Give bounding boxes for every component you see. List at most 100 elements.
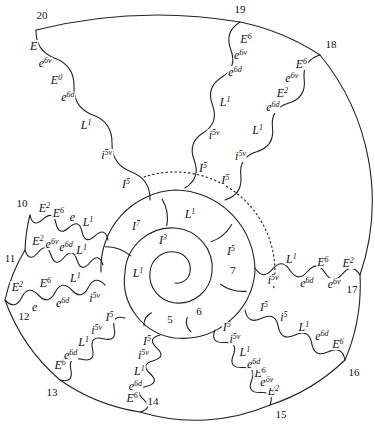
superscript: 6 <box>340 337 344 346</box>
lobe-label: e6d <box>314 330 329 342</box>
lobe-label: e6d <box>227 66 242 78</box>
suture-line <box>36 30 150 200</box>
callout-number: 19 <box>234 4 247 15</box>
lobe-label: e <box>69 211 76 223</box>
lobe-label: I5 <box>198 162 208 174</box>
lobe-label: E6 <box>295 58 308 70</box>
superscript: 2 <box>350 256 354 265</box>
lobe-label: L1 <box>69 272 82 284</box>
suture-line <box>185 22 240 188</box>
lobe-label: E2 <box>341 257 354 269</box>
lobe-label: e6v <box>233 49 248 61</box>
superscript: 6 <box>134 391 138 400</box>
superscript: 1 <box>246 345 250 354</box>
lobe-label: I5 <box>222 321 232 333</box>
lobe-label: L1 <box>219 96 232 108</box>
superscript: 5 <box>227 320 231 329</box>
superscript: 1 <box>83 243 87 252</box>
superscript: 6v <box>291 71 299 80</box>
lobe-label: E6 <box>126 392 139 404</box>
lobe-label: E2 <box>38 202 51 214</box>
superscript: 6 <box>248 32 252 41</box>
lobe-label: E6 <box>39 277 52 289</box>
lobe-label: I3 <box>158 234 168 246</box>
superscript: 2 <box>19 280 23 289</box>
superscript: 1 <box>85 335 89 344</box>
superscript: 5v <box>212 128 220 137</box>
superscript: 5 <box>110 310 114 319</box>
superscript: 6v <box>239 48 247 57</box>
superscript: 6d <box>67 90 75 99</box>
callout-number: 6 <box>195 306 203 317</box>
lobe-label: e6d <box>128 380 143 392</box>
lobe-label: E6 <box>52 207 65 219</box>
lobe-label: e6d <box>246 358 261 370</box>
lobe-label: i5 <box>279 311 288 323</box>
lobe-label: I5 <box>259 301 269 313</box>
superscript: 1 <box>293 252 297 261</box>
superscript: 1 <box>259 123 263 132</box>
dotted-whorl-outline <box>144 172 275 289</box>
suture-line <box>214 330 272 405</box>
superscript: 6 <box>262 366 266 375</box>
lobe-label: E <box>29 40 38 52</box>
lobe-label: I5 <box>220 174 230 186</box>
superscript: 1 <box>191 207 195 216</box>
superscript: 1 <box>305 320 309 329</box>
superscript: 1 <box>141 364 145 373</box>
superscript: 6v <box>44 56 52 65</box>
lobe-label: L1 <box>251 124 264 136</box>
lobe-label: i5v <box>234 150 247 162</box>
lobe-label: E2 <box>276 87 289 99</box>
suture-line <box>225 55 320 200</box>
superscript: 5 <box>284 310 288 319</box>
superscript: 6 <box>325 255 329 264</box>
superscript: 1 <box>88 118 92 127</box>
lobe-label: L1 <box>82 216 95 228</box>
superscript: 5v <box>105 148 113 157</box>
superscript: 3 <box>163 233 167 242</box>
superscript: 2 <box>46 201 50 210</box>
lobe-label: e6d <box>55 297 70 309</box>
lobe-label: E6 <box>316 256 329 268</box>
superscript: 5v <box>92 291 100 300</box>
lobe-label: e6v <box>284 72 299 84</box>
lobe-label: L1 <box>133 365 146 377</box>
lobe-label: L1 <box>75 244 88 256</box>
superscript: 5v <box>271 273 279 282</box>
superscript: 5v <box>233 332 241 341</box>
callout-number: 18 <box>325 39 338 50</box>
callout-number: 12 <box>18 311 31 322</box>
lobe-label: I5 <box>226 245 236 257</box>
superscript: 2 <box>40 234 44 243</box>
superscript: 5 <box>126 177 130 186</box>
lobe-label: L1 <box>80 119 93 131</box>
lobe-label: e6d <box>265 101 280 113</box>
lobe-label: e6d <box>60 91 75 103</box>
callout-number: 17 <box>346 284 359 295</box>
superscript: 6d <box>321 329 329 338</box>
inner-suture-line <box>186 317 191 332</box>
lobe-label: i5v <box>137 349 150 361</box>
lobe-label: E6 <box>239 33 252 45</box>
lobe-label: E0 <box>50 74 63 86</box>
superscript: 6d <box>134 379 142 388</box>
lobe-label: L1 <box>184 208 197 220</box>
lobe-label: L1 <box>77 336 90 348</box>
superscript: 2 <box>284 86 288 95</box>
lobe-label: E2 <box>31 235 44 247</box>
superscript: 5 <box>203 161 207 170</box>
inner-whorl-spiral <box>101 190 255 338</box>
lobe-label: i5v <box>267 274 280 286</box>
superscript: 5v <box>238 149 246 158</box>
lobe-label: e6v <box>45 238 60 250</box>
superscript: 6 <box>60 206 64 215</box>
callout-number: 7 <box>229 265 237 276</box>
lobe-label: I7 <box>131 220 141 232</box>
inner-suture-line <box>162 199 167 226</box>
lobe-label: L1 <box>238 346 251 358</box>
lobe-label: e6d <box>63 349 78 361</box>
lobe-label: E6 <box>331 338 344 350</box>
